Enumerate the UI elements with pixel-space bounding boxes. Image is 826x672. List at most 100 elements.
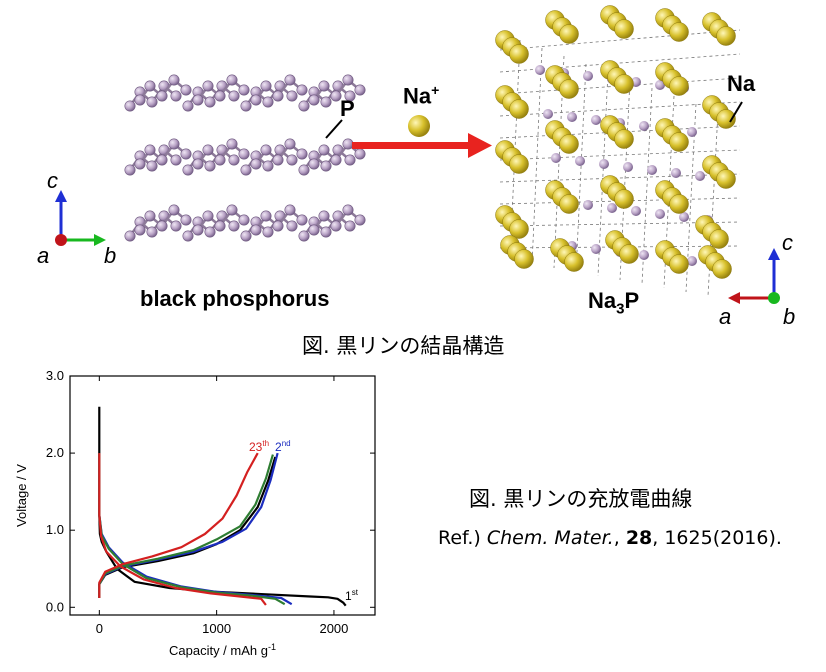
phosphorus-atom (182, 100, 194, 112)
reaction-arrow (352, 133, 492, 158)
phosphorus-atom (170, 154, 182, 166)
phosphorus-atom (192, 158, 204, 170)
phosphorus-atom (238, 84, 250, 96)
sodium-ion-sphere (408, 115, 430, 137)
sodium-atom (614, 19, 634, 39)
phosphorus-atom (583, 200, 593, 210)
sodium-atom (564, 252, 584, 272)
phosphorus-atom (607, 203, 617, 213)
phosphorus-atom (124, 164, 136, 176)
phosphorus-atom (192, 224, 204, 236)
phosphorus-atom (623, 162, 633, 172)
phosphorus-atom (202, 80, 214, 92)
phosphorus-atom (298, 164, 310, 176)
series-3-charge-line (98, 452, 259, 598)
phosphorus-atom (687, 127, 697, 137)
phosphorus-atom (272, 90, 284, 102)
phosphorus-atom (180, 148, 192, 160)
phosphorus-atom (631, 206, 641, 216)
phosphorus-atom (284, 74, 296, 86)
phosphorus-atom (583, 71, 593, 81)
phosphorus-atom (599, 159, 609, 169)
phosphorus-atom (144, 144, 156, 156)
phosphorus-atom (551, 153, 561, 163)
phosphorus-atom (262, 96, 274, 108)
sodium-atom (514, 249, 534, 269)
phosphorus-atom (330, 154, 342, 166)
phosphorus-atom (214, 220, 226, 232)
phosphorus-atom (182, 164, 194, 176)
phosphorus-atom (284, 204, 296, 216)
phosphorus-atom (320, 160, 332, 172)
right-axis-a-label: a (719, 304, 732, 329)
sodium-atom (716, 26, 736, 46)
y-tick-label: 3.0 (46, 368, 64, 383)
phosphorus-atom (330, 90, 342, 102)
sodium-atom (509, 219, 529, 239)
phosphorus-atom (182, 230, 194, 242)
cycle-annotation: 2nd (275, 439, 291, 454)
y-tick-label: 0.0 (46, 599, 64, 614)
phosphorus-atom (330, 220, 342, 232)
left-axis-b-label: b (104, 243, 117, 268)
phosphorus-atom (262, 226, 274, 238)
phosphorus-atom (308, 158, 320, 170)
phosphorus-atom (296, 148, 308, 160)
cycle-annotation: 23th (249, 439, 269, 454)
phosphorus-atom (318, 144, 330, 156)
phosphorus-atom (318, 210, 330, 222)
phosphorus-atom (687, 256, 697, 266)
sodium-atom (669, 194, 689, 214)
sodium-atom (709, 229, 729, 249)
phosphorus-atom (240, 164, 252, 176)
sodium-atom (559, 24, 579, 44)
phosphorus-atom (204, 226, 216, 238)
phosphorus-atom (180, 214, 192, 226)
phosphorus-atom (146, 226, 158, 238)
phosphorus-atom (679, 212, 689, 222)
phosphorus-atom (168, 74, 180, 86)
cycle-annotation: 1st (345, 588, 359, 603)
phosphorus-atom (296, 214, 308, 226)
series-0-charge-line (98, 456, 277, 598)
phosphorus-atom (250, 224, 262, 236)
phosphorus-atom (344, 90, 356, 102)
phosphorus-atom (134, 94, 146, 106)
phosphorus-atom (639, 121, 649, 131)
phosphorus-atom (535, 65, 545, 75)
phosphorus-atom (286, 220, 298, 232)
phosphorus-atom (298, 230, 310, 242)
series-2-discharge-line (98, 453, 286, 606)
x-tick-label: 0 (96, 621, 103, 636)
sodium-atom (559, 194, 579, 214)
phosphorus-atom (591, 244, 601, 254)
phosphorus-atom (655, 209, 665, 219)
phosphorus-atom (342, 74, 354, 86)
phosphorus-atom (284, 138, 296, 150)
sodium-atom (712, 259, 732, 279)
phosphorus-atom (272, 154, 284, 166)
sodium-atom (509, 154, 529, 174)
phosphorus-atom (204, 96, 216, 108)
na-pointer-line (729, 101, 743, 123)
sodium-atom (614, 129, 634, 149)
y-axis-label: Voltage / V (14, 464, 29, 527)
black-phosphorus-structure (124, 74, 366, 242)
phosphorus-atom (286, 154, 298, 166)
phosphorus-atom (591, 115, 601, 125)
phosphorus-atom (543, 109, 553, 119)
sodium-atom (509, 99, 529, 119)
right-crystal-axes (728, 248, 780, 304)
x-axis-label: Capacity / mAh g-1 (169, 642, 276, 658)
phosphorus-atom (320, 96, 332, 108)
p-pointer-line (325, 119, 343, 139)
phosphorus-atom (134, 158, 146, 170)
sodium-atom (559, 79, 579, 99)
na3p-label: Na3P (588, 288, 640, 318)
phosphorus-atom (226, 138, 238, 150)
sodium-atom (669, 254, 689, 274)
phosphorus-atom (250, 158, 262, 170)
phosphorus-atom (318, 80, 330, 92)
left-axis-a-label: a (37, 243, 50, 268)
